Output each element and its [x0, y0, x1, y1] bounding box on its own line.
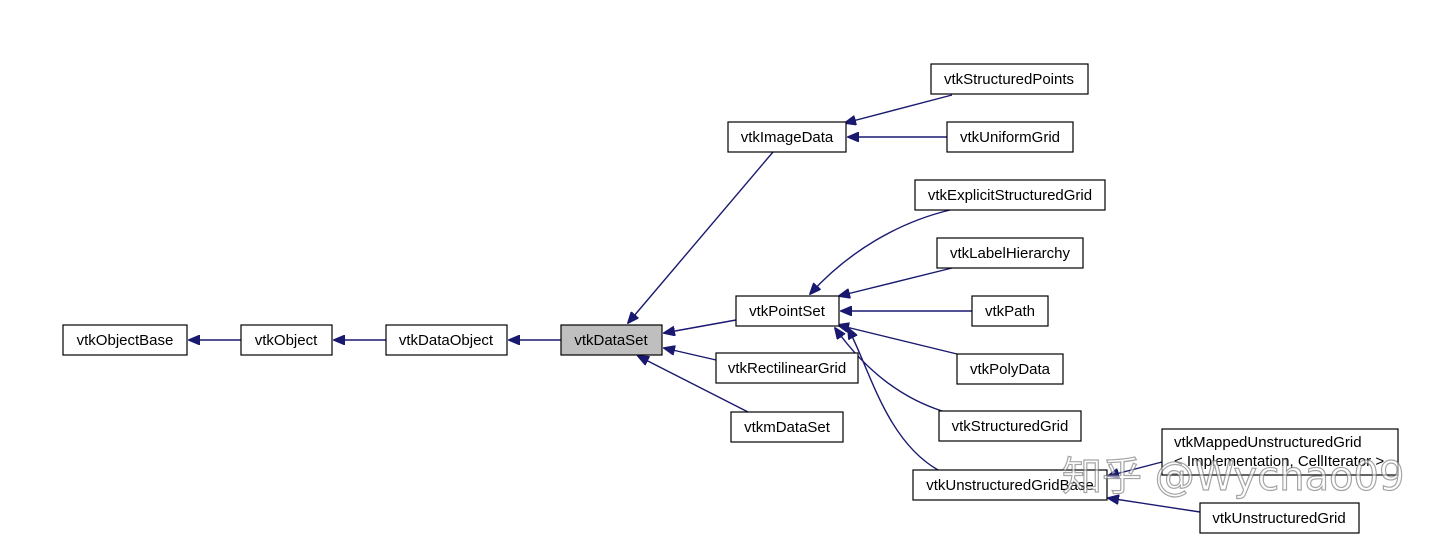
node-label: vtkPolyData [970, 361, 1051, 378]
node-label: vtkPath [985, 303, 1035, 320]
node-vtkStructuredGrid[interactable]: vtkStructuredGrid [938, 410, 1082, 442]
node-vtkUnstructuredGridBase[interactable]: vtkUnstructuredGridBase [912, 469, 1108, 501]
edge-vtkUnstructuredGridBase-to-vtkPointSet [848, 328, 939, 471]
node-label: vtkExplicitStructuredGrid [928, 187, 1092, 204]
node-label: vtkUniformGrid [960, 129, 1060, 146]
node-label-line2: < Implementation, CellIterator > [1174, 453, 1384, 470]
node-label: vtkDataObject [399, 332, 494, 349]
node-label: vtkPointSet [749, 303, 826, 320]
inheritance-edges [189, 94, 1201, 513]
edge-vtkPointSet-to-vtkDataSet [664, 319, 737, 333]
node-label: vtkUnstructuredGrid [1212, 510, 1345, 527]
node-label: vtkRectilinearGrid [728, 360, 846, 377]
node-vtkmDataSet[interactable]: vtkmDataSet [730, 411, 844, 443]
edge-vtkStructuredPoints-to-vtkImageData [845, 94, 953, 123]
edge-vtkMappedUnstructuredGrid-to-vtkUnstructuredGridBase [1108, 461, 1163, 476]
node-label: vtkObjectBase [77, 332, 174, 349]
edge-vtkRectilinearGrid-to-vtkDataSet [664, 348, 717, 361]
edge-vtkUnstructuredGrid-to-vtkUnstructuredGridBase [1108, 498, 1201, 513]
node-vtkPolyData[interactable]: vtkPolyData [956, 353, 1064, 385]
node-vtkPointSet[interactable]: vtkPointSet [735, 295, 840, 327]
node-vtkObject[interactable]: vtkObject [240, 324, 333, 356]
node-label: vtkDataSet [574, 332, 648, 349]
node-vtkDataSet[interactable]: vtkDataSet [560, 324, 663, 356]
edge-vtkImageData-to-vtkDataSet [628, 151, 774, 323]
node-label: vtkUnstructuredGridBase [926, 477, 1094, 494]
edge-vtkLabelHierarchy-to-vtkPointSet [839, 267, 953, 296]
edge-vtkExplicitStructuredGrid-to-vtkPointSet [810, 209, 951, 294]
node-label: vtkStructuredGrid [952, 418, 1069, 435]
node-label: vtkStructuredPoints [944, 71, 1074, 88]
node-vtkMappedUnstructuredGrid[interactable]: vtkMappedUnstructuredGrid < Implementati… [1161, 428, 1399, 476]
node-vtkDataObject[interactable]: vtkDataObject [385, 324, 508, 356]
node-label-line1: vtkMappedUnstructuredGrid [1174, 434, 1362, 451]
node-vtkStructuredPoints[interactable]: vtkStructuredPoints [930, 63, 1089, 95]
edge-vtkPolyData-to-vtkPointSet [838, 325, 958, 355]
node-vtkRectilinearGrid[interactable]: vtkRectilinearGrid [715, 352, 859, 384]
node-vtkLabelHierarchy[interactable]: vtkLabelHierarchy [936, 237, 1084, 269]
node-vtkExplicitStructuredGrid[interactable]: vtkExplicitStructuredGrid [914, 179, 1106, 211]
node-vtkPath[interactable]: vtkPath [971, 295, 1049, 327]
node-label: vtkImageData [741, 129, 834, 146]
node-vtkImageData[interactable]: vtkImageData [727, 121, 847, 153]
node-vtkUniformGrid[interactable]: vtkUniformGrid [946, 121, 1074, 153]
watermark-text: 知乎 @Wychao09 [1062, 454, 1404, 500]
node-vtkObjectBase[interactable]: vtkObjectBase [62, 324, 188, 356]
edge-vtkmDataSet-to-vtkDataSet [638, 356, 749, 413]
edge-vtkStructuredGrid-to-vtkPointSet [835, 328, 943, 412]
node-vtkUnstructuredGrid[interactable]: vtkUnstructuredGrid [1199, 502, 1360, 534]
node-label: vtkLabelHierarchy [950, 245, 1071, 262]
node-label: vtkObject [255, 332, 318, 349]
node-label: vtkmDataSet [744, 419, 831, 436]
